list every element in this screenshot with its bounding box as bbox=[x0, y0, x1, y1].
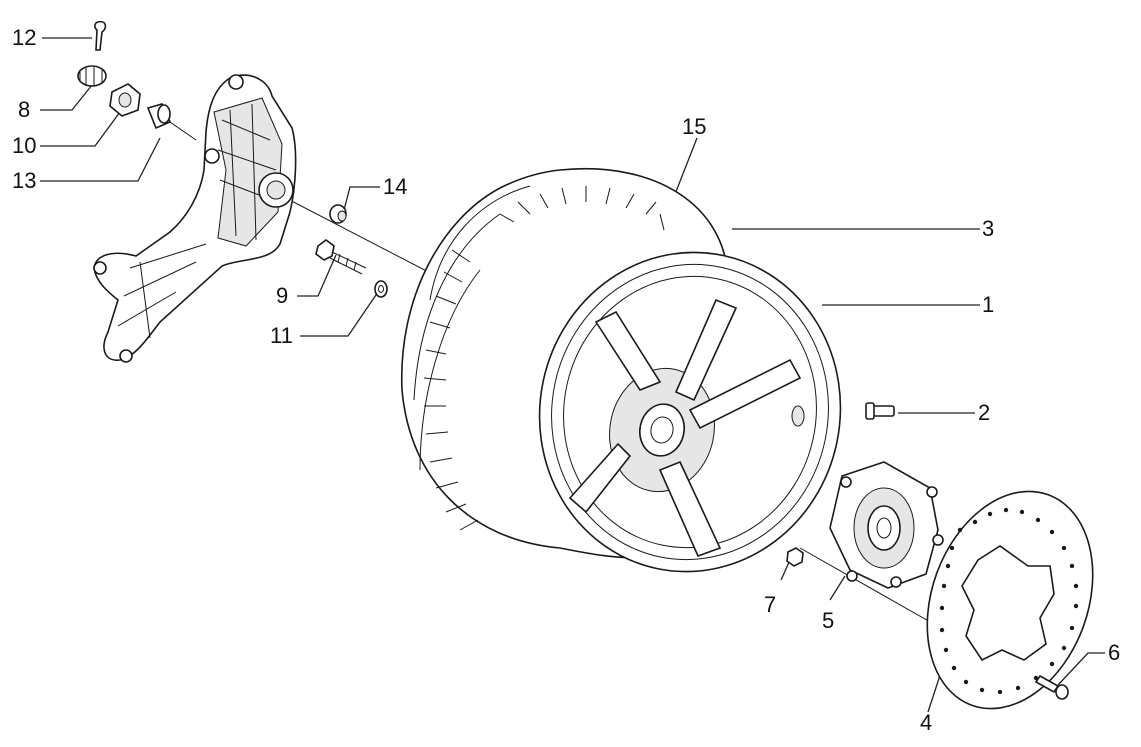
small-parts-left bbox=[77, 20, 388, 298]
screw-2 bbox=[865, 402, 895, 420]
swingarm-frame bbox=[93, 74, 297, 363]
nut-7 bbox=[786, 547, 804, 567]
callout-label-1: 1 bbox=[982, 292, 995, 317]
callout-label-14: 14 bbox=[383, 174, 408, 199]
wheel-rim bbox=[538, 251, 842, 573]
callout-label-10: 10 bbox=[12, 133, 37, 158]
callout-label-11: 11 bbox=[270, 323, 293, 348]
valve bbox=[659, 213, 665, 231]
disc-holes bbox=[939, 507, 1079, 695]
callout-label-12: 12 bbox=[12, 25, 37, 50]
callout-label-6: 6 bbox=[1108, 640, 1121, 665]
callout-label-8: 8 bbox=[18, 97, 31, 122]
callout-label-15: 15 bbox=[682, 114, 707, 139]
hub bbox=[829, 461, 944, 589]
callout-label-4: 4 bbox=[920, 710, 933, 735]
callout-label-13: 13 bbox=[12, 168, 37, 193]
callout-label-9: 9 bbox=[276, 283, 289, 308]
callout-label-5: 5 bbox=[822, 608, 835, 633]
screw-6 bbox=[1034, 674, 1069, 700]
brake-disc bbox=[926, 490, 1094, 710]
callout-label-2: 2 bbox=[978, 400, 991, 425]
callout-label-7: 7 bbox=[764, 592, 777, 617]
leader-lines bbox=[40, 37, 1105, 713]
callout-label-3: 3 bbox=[982, 216, 995, 241]
